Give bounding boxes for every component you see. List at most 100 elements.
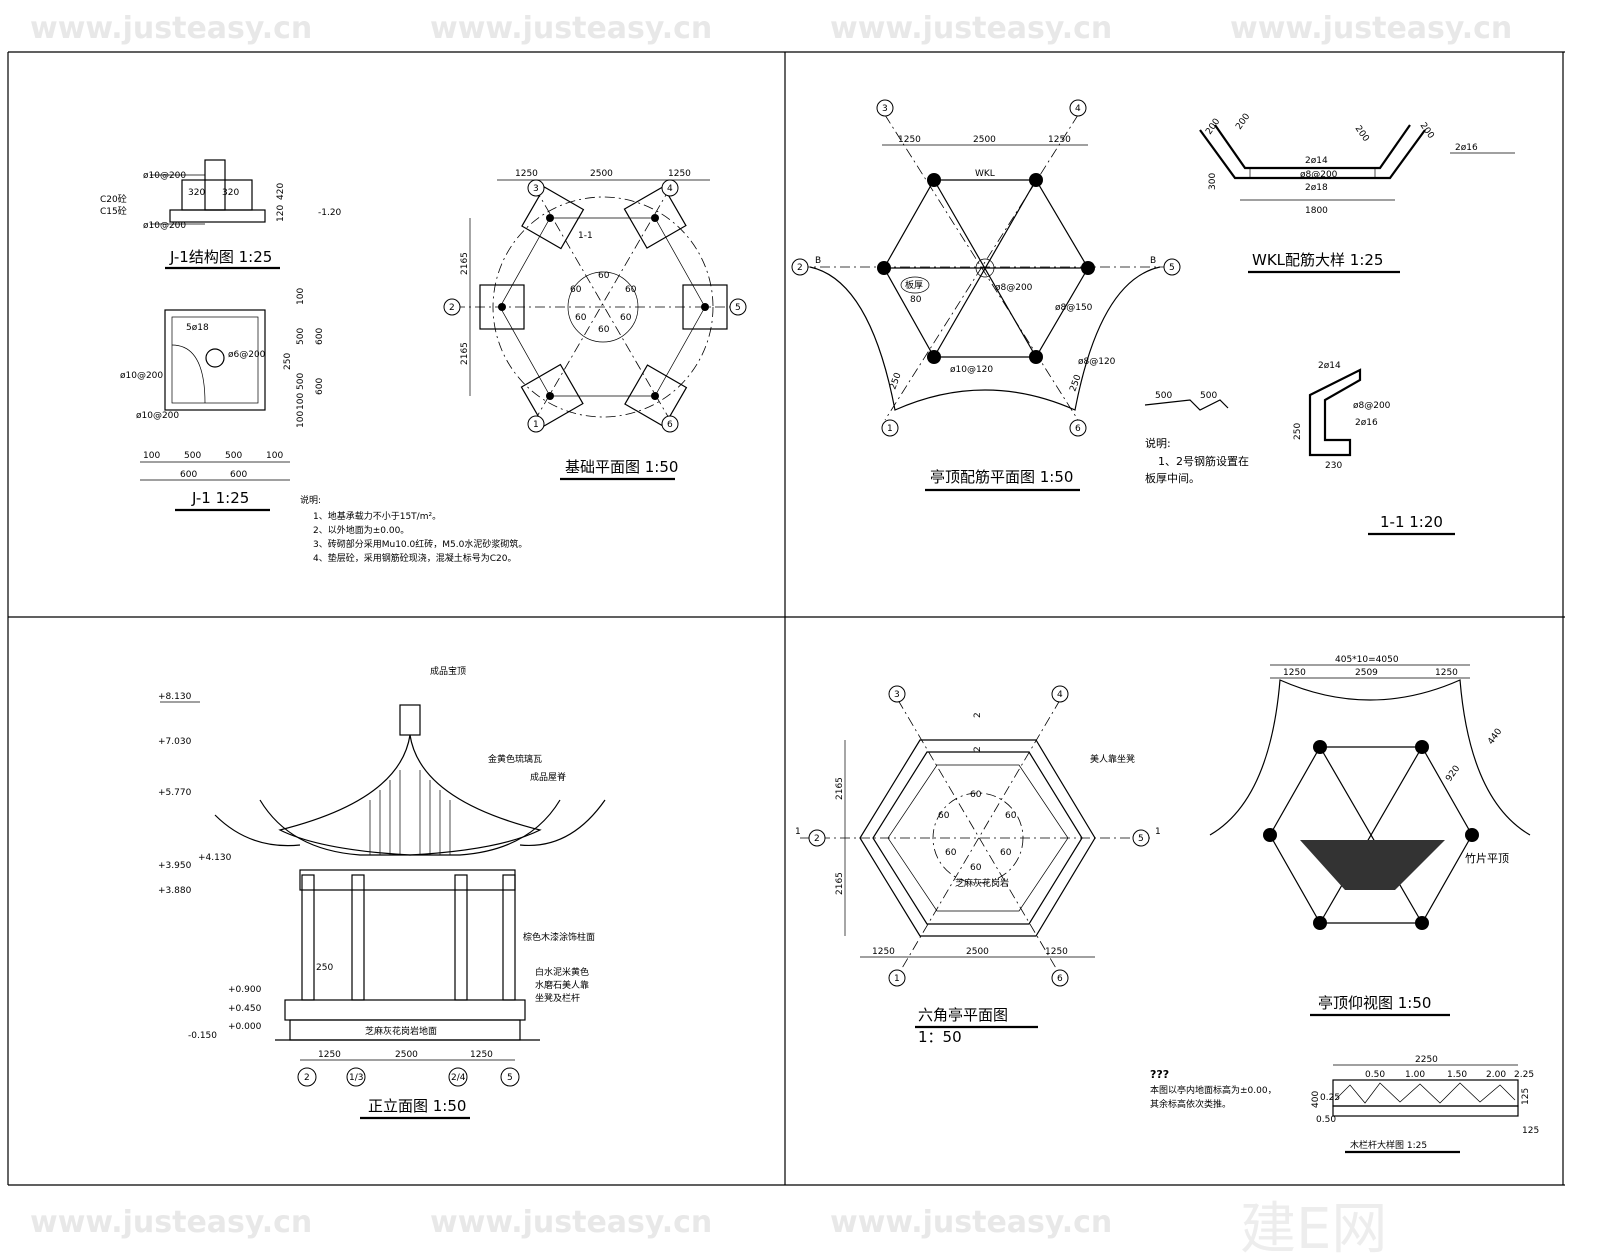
drawing-line-rect	[299, 869, 516, 891]
drawing-line-rect	[502, 874, 516, 1001]
drawing-line-circle	[791, 258, 809, 276]
drawing-line-line	[534, 187, 671, 421]
level-mark: +8.130	[158, 692, 192, 702]
label: ø10@200	[120, 371, 163, 381]
dim: 600	[230, 470, 247, 480]
drawing-line-circle	[346, 1067, 366, 1087]
dim: 400	[1311, 1091, 1321, 1108]
dim: 300	[1208, 173, 1218, 190]
dim: 500	[1155, 391, 1172, 401]
drawing-line-circle	[975, 258, 995, 278]
drawing-line-polygon	[1300, 840, 1445, 890]
drawing-line-circle	[888, 969, 906, 987]
drawing-line-path	[278, 734, 542, 856]
drawing-line-path	[1209, 679, 1531, 836]
drawing-line-circle	[661, 415, 679, 433]
watermark: www.justeasy.cn	[830, 11, 1112, 46]
drawing-line-rect	[171, 316, 259, 404]
drawing-line-circle	[701, 303, 709, 311]
axis-label: 6	[1075, 424, 1081, 434]
dim: 250	[316, 963, 333, 973]
dim: 250	[1068, 373, 1083, 393]
dim: 1250	[668, 169, 691, 179]
drawing-line-rect	[351, 874, 365, 1001]
dim: 1250	[1045, 947, 1068, 957]
dim: 250	[888, 371, 903, 391]
label: ø8@150	[1055, 303, 1093, 313]
drawing-title: 木栏杆大样图 1:25	[1350, 1139, 1427, 1151]
dim: 600	[180, 470, 197, 480]
drawing-line-circle	[888, 685, 906, 703]
ceiling-view: 405*10=4050 1250 2509 1250 440 920 竹片平顶 …	[1209, 655, 1531, 1017]
drawing-title: 基础平面图 1:50	[565, 458, 678, 476]
sheet-frame	[7, 51, 1565, 1186]
level-mark: -0.150	[188, 1031, 217, 1041]
axis-label: 1	[894, 974, 900, 984]
drawing-line-path	[1144, 399, 1229, 411]
drawing-line-circle	[1029, 173, 1043, 187]
axis-bubbles: 1 2 3 4 5 6	[443, 179, 747, 433]
label: ø8@120	[1078, 357, 1116, 367]
drawing-line-circle	[443, 298, 461, 316]
drawing-line-path	[171, 344, 206, 404]
angle: 60	[625, 285, 637, 295]
section-mark: 1	[1155, 827, 1161, 837]
axis-label: 1	[887, 424, 893, 434]
hexagon-plan: 60 60 60 60 60 60 美人靠坐凳 芝麻灰花岗岩 2165 2165…	[795, 685, 1161, 1046]
angle: 60	[620, 313, 632, 323]
label: 5ø18	[186, 323, 209, 333]
drawing-line-rect	[204, 159, 226, 211]
note: 2、以外地面为±0.00。	[313, 524, 409, 536]
dim: 0.50	[1365, 1070, 1385, 1080]
dim: 500	[296, 373, 306, 390]
dim: 1800	[1305, 206, 1328, 216]
dim: 100	[296, 393, 306, 410]
bent-bar-sketch: 500 500	[1144, 391, 1229, 411]
drawing-title: WKL配筋大样 1:25	[1252, 251, 1383, 269]
dim: 2500	[590, 169, 613, 179]
axis-label: 1/3	[349, 1073, 363, 1083]
section-mark: 1	[795, 827, 801, 837]
drawing-title: 正立面图 1:50	[368, 1097, 466, 1115]
wkl-rebar-detail: 200 200 200 200 300 2ø14 2ø18 ø8@200 180…	[1199, 112, 1515, 274]
notes-heading: ???	[1150, 1068, 1169, 1081]
section-mark: 2	[973, 746, 983, 752]
label: C20砼	[100, 193, 127, 205]
drawing-line-path	[1199, 129, 1426, 180]
drawing-line-circle	[546, 214, 554, 222]
footing-pads	[479, 185, 728, 428]
callout: 水磨石美人靠	[535, 979, 589, 991]
note: 1、2号钢筋设置在	[1158, 454, 1249, 468]
label: 2ø14	[1318, 361, 1341, 371]
drawing-title: 亭顶配筋平面图 1:50	[930, 468, 1073, 486]
drawing-line-circle	[1132, 829, 1150, 847]
axis-label: 2/4	[451, 1073, 466, 1083]
label: ø8@200	[1353, 401, 1391, 411]
drawing-line-rect	[1332, 1105, 1519, 1117]
drawing-line-path	[214, 799, 606, 847]
drawing-line-rect	[682, 284, 728, 330]
drawing-title: 六角亭平面图	[918, 1006, 1008, 1024]
drawing-line-circle	[1415, 916, 1429, 930]
section-mark: 2	[973, 712, 983, 718]
drawing-line-path	[259, 799, 561, 856]
watermark-layer: www.justeasy.cn www.justeasy.cn www.just…	[30, 11, 1512, 1256]
level-mark: +5.770	[158, 788, 192, 798]
watermark-logo: 建E网	[1240, 1197, 1387, 1256]
drawing-line-circle	[729, 298, 747, 316]
drawing-line-circle	[500, 1067, 520, 1087]
level-mark: +0.900	[228, 985, 262, 995]
callout: 成品屋脊	[530, 771, 566, 783]
axis-label: B	[1150, 256, 1156, 266]
dim: 920	[1444, 764, 1462, 784]
drawing-line-circle	[1263, 828, 1277, 842]
drawing-line-circle	[877, 261, 891, 275]
dim: 500	[225, 451, 242, 461]
label: 80	[910, 295, 922, 305]
drawing-line-rect	[623, 185, 687, 249]
level-mark: +3.880	[158, 886, 192, 896]
drawing-line-circle	[1465, 828, 1479, 842]
label: 板厚	[905, 279, 923, 291]
label: -1.20	[318, 208, 342, 218]
note: 1、地基承载力不小于15T/m²。	[313, 510, 441, 522]
